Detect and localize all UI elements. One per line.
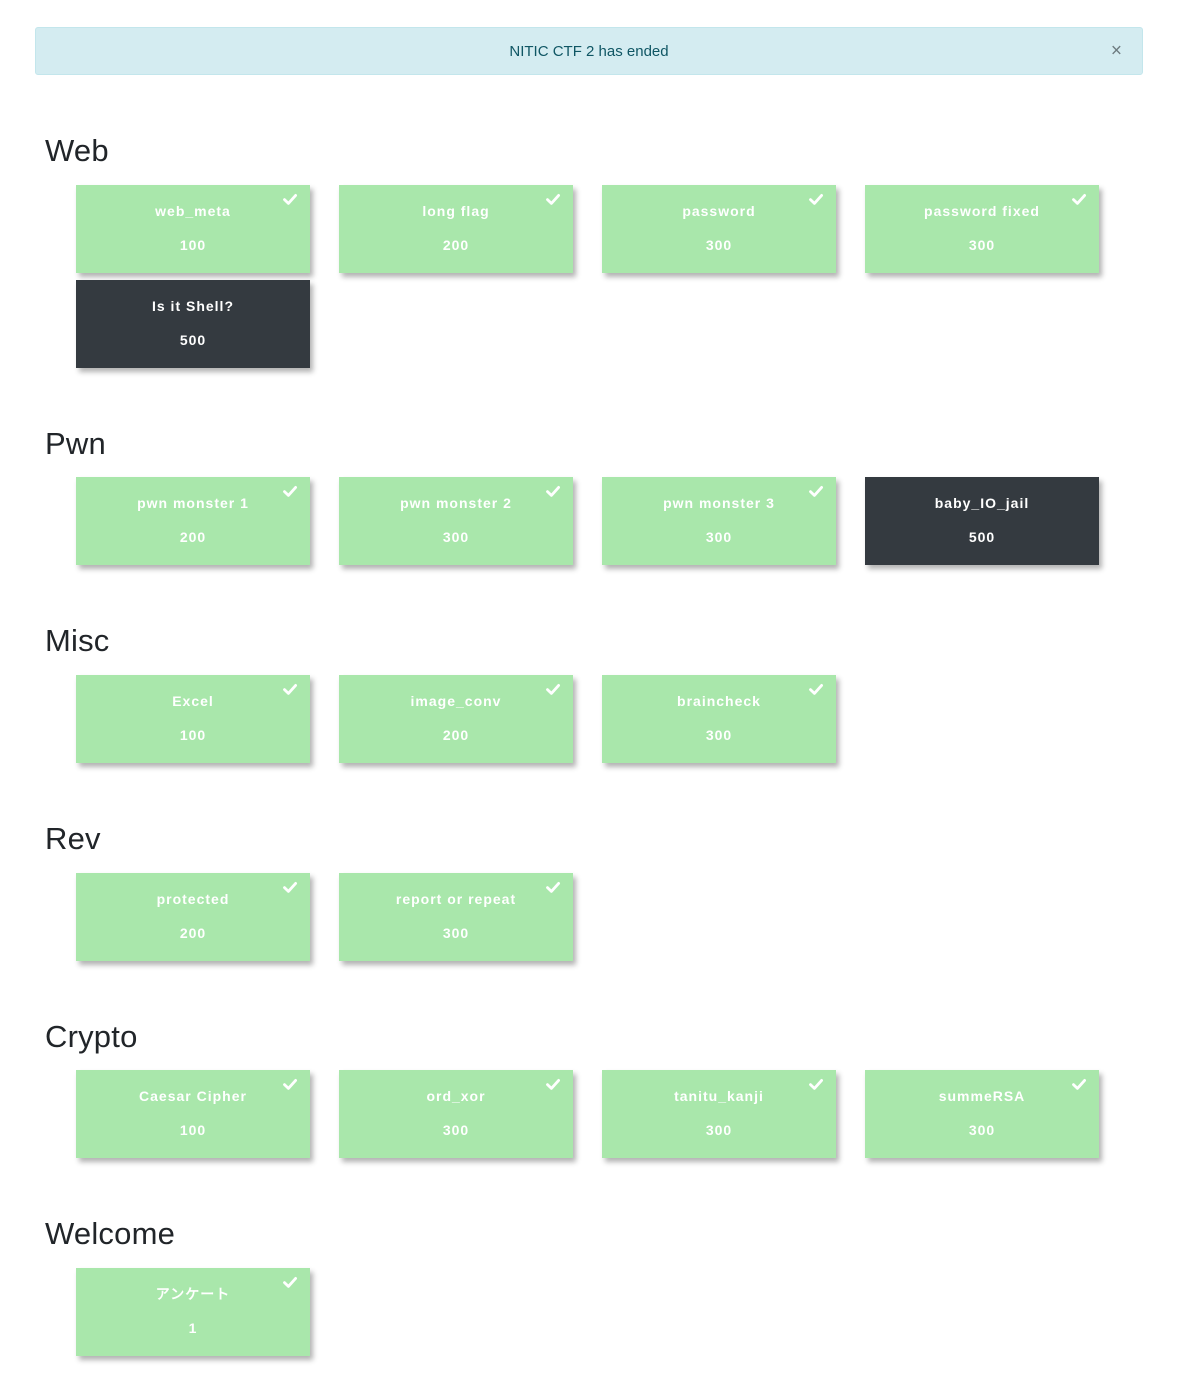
category-section: Web web_meta 100 long flag 200 password … <box>45 133 1202 368</box>
solved-check-icon <box>1071 1076 1087 1092</box>
challenge-points: 200 <box>442 236 470 253</box>
challenge-name: long flag <box>422 202 490 219</box>
category-title: Misc <box>45 623 110 659</box>
challenge-button[interactable]: Excel 100 <box>76 674 310 763</box>
challenge-points: 200 <box>179 529 207 546</box>
challenge-button[interactable]: summeRSA 300 <box>865 1070 1099 1159</box>
challenge-points: 300 <box>705 529 733 546</box>
challenge-name: password fixed <box>924 202 1040 219</box>
challenge-button[interactable]: baby_IO_jail 500 <box>865 477 1099 566</box>
challenge-name: pwn monster 2 <box>400 495 512 512</box>
challenge-name: protected <box>156 890 230 907</box>
challenge-points: 300 <box>442 1122 470 1139</box>
challenge-button[interactable]: web_meta 100 <box>76 184 310 273</box>
challenge-button[interactable]: Is it Shell? 500 <box>76 279 310 368</box>
challenge-button[interactable]: braincheck 300 <box>602 674 836 763</box>
challenge-button[interactable]: long flag 200 <box>339 184 573 273</box>
challenge-name: Is it Shell? <box>151 297 234 314</box>
challenge-name: Caesar Cipher <box>139 1088 247 1105</box>
challenge-name: baby_IO_jail <box>934 495 1030 512</box>
category-section: Crypto Caesar Cipher 100 ord_xor 300 tan… <box>45 1019 1202 1159</box>
category-challenges: Excel 100 image_conv 200 braincheck 300 <box>76 674 1099 763</box>
challenge-name: tanitu_kanji <box>674 1088 764 1105</box>
challenge-points: 200 <box>442 726 470 743</box>
challenge-points: 1 <box>188 1319 198 1336</box>
challenge-button[interactable]: password 300 <box>602 184 836 273</box>
challenge-points: 100 <box>179 236 207 253</box>
solved-check-icon <box>1071 191 1087 207</box>
solved-check-icon <box>282 191 298 207</box>
challenge-name: password <box>682 202 756 219</box>
challenge-button[interactable]: pwn monster 2 300 <box>339 477 573 566</box>
challenge-button[interactable]: tanitu_kanji 300 <box>602 1070 836 1159</box>
solved-check-icon <box>282 483 298 499</box>
challenge-button[interactable]: report or repeat 300 <box>339 872 573 961</box>
solved-check-icon <box>282 879 298 895</box>
category-title: Rev <box>45 820 101 856</box>
challenge-name: image_conv <box>410 692 502 709</box>
category-title: Crypto <box>45 1018 138 1054</box>
solved-check-icon <box>545 879 561 895</box>
category-challenges: アンケート 1 <box>76 1267 1099 1356</box>
challenge-name: report or repeat <box>395 890 517 907</box>
category-section: Rev protected 200 report or repeat 300 <box>45 821 1202 961</box>
challenge-button[interactable]: ord_xor 300 <box>339 1070 573 1159</box>
category-challenges: web_meta 100 long flag 200 password 300 … <box>76 184 1099 368</box>
solved-check-icon <box>282 1274 298 1290</box>
banner-text: NITIC CTF 2 has ended <box>509 42 669 60</box>
solved-check-icon <box>545 483 561 499</box>
challenge-name: pwn monster 1 <box>137 495 249 512</box>
solved-check-icon <box>808 1076 824 1092</box>
challenge-button[interactable]: image_conv 200 <box>339 674 573 763</box>
category-challenges: pwn monster 1 200 pwn monster 2 300 pwn … <box>76 477 1099 566</box>
ctf-ended-banner: NITIC CTF 2 has ended × <box>35 27 1143 75</box>
category-title: Web <box>45 133 109 168</box>
solved-check-icon <box>808 483 824 499</box>
solved-check-icon <box>808 191 824 207</box>
challenge-points: 500 <box>968 529 996 546</box>
solved-check-icon <box>282 681 298 697</box>
category-section: Misc Excel 100 image_conv 200 braincheck… <box>45 623 1202 763</box>
category-title: Pwn <box>45 425 106 461</box>
challenge-points: 300 <box>705 726 733 743</box>
challenge-board: Web web_meta 100 long flag 200 password … <box>0 133 1202 1376</box>
challenge-button[interactable]: アンケート 1 <box>76 1267 310 1356</box>
challenge-points: 100 <box>179 1122 207 1139</box>
challenge-points: 200 <box>179 924 207 941</box>
solved-check-icon <box>545 191 561 207</box>
solved-check-icon <box>808 681 824 697</box>
category-challenges: protected 200 report or repeat 300 <box>76 872 1099 961</box>
solved-check-icon <box>282 1076 298 1092</box>
category-section: Welcome アンケート 1 <box>45 1216 1202 1356</box>
challenge-points: 300 <box>442 529 470 546</box>
category-section: Pwn pwn monster 1 200 pwn monster 2 300 … <box>45 426 1202 566</box>
solved-check-icon <box>545 1076 561 1092</box>
challenge-points: 300 <box>968 236 996 253</box>
challenge-button[interactable]: protected 200 <box>76 872 310 961</box>
banner-close-button[interactable]: × <box>1105 38 1128 65</box>
challenge-points: 100 <box>179 726 207 743</box>
challenge-button[interactable]: Caesar Cipher 100 <box>76 1070 310 1159</box>
challenge-button[interactable]: pwn monster 3 300 <box>602 477 836 566</box>
challenge-points: 300 <box>968 1122 996 1139</box>
challenge-name: pwn monster 3 <box>663 495 775 512</box>
challenge-points: 500 <box>179 331 207 348</box>
challenge-name: summeRSA <box>938 1088 1026 1105</box>
challenge-button[interactable]: password fixed 300 <box>865 184 1099 273</box>
challenge-points: 300 <box>705 1122 733 1139</box>
challenge-points: 300 <box>705 236 733 253</box>
challenge-name: ord_xor <box>426 1088 486 1105</box>
category-title: Welcome <box>45 1216 176 1252</box>
challenge-name: アンケート <box>155 1285 231 1302</box>
challenge-points: 300 <box>442 924 470 941</box>
category-challenges: Caesar Cipher 100 ord_xor 300 tanitu_kan… <box>76 1070 1099 1159</box>
solved-check-icon <box>545 681 561 697</box>
challenge-name: braincheck <box>677 692 761 709</box>
challenge-button[interactable]: pwn monster 1 200 <box>76 477 310 566</box>
challenge-name: Excel <box>172 692 214 709</box>
challenge-name: web_meta <box>155 202 231 219</box>
